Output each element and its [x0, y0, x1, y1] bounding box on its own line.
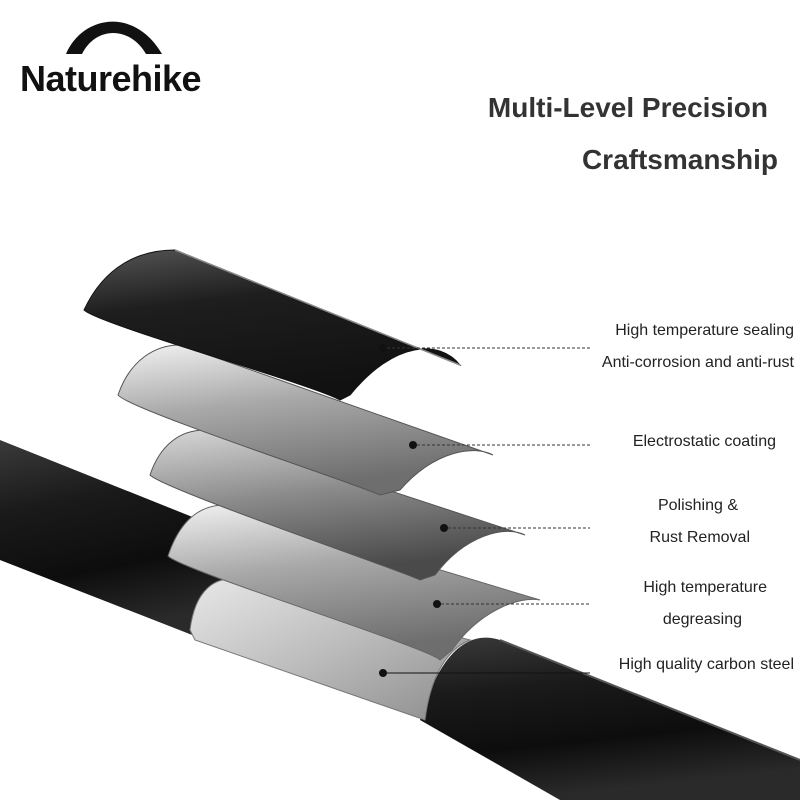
leader-dot-2	[409, 441, 417, 449]
brand-logo: Naturehike	[20, 12, 220, 102]
tube-right-section	[420, 637, 800, 800]
leader-dot-3	[440, 524, 448, 532]
layer-degreasing	[167, 504, 541, 661]
layer-label-sealing: High temperature sealing	[615, 322, 794, 339]
leader-dot-5	[379, 669, 387, 677]
layer-label-degreasing: degreasing	[662, 611, 742, 628]
tube-left-section	[0, 440, 250, 640]
mountain-arc-icon	[66, 21, 162, 54]
layer-polishing	[149, 429, 526, 581]
layer-label-anti-corrosion: Anti-corrosion and anti-rust	[601, 354, 794, 371]
leader-dot-4	[433, 600, 441, 608]
layer-label-high-temperature: High temperature	[643, 579, 767, 596]
layer-sealing	[83, 249, 462, 401]
brand-name: Naturehike	[20, 58, 202, 99]
core-layer-carbon-steel	[189, 578, 472, 721]
layer-label-rust-removal: Rust Removal	[649, 529, 750, 546]
headline-line-1: Multi-Level Precision	[487, 92, 768, 123]
layer-label-polishing: Polishing &	[657, 497, 738, 514]
layer-label-electrostatic: Electrostatic coating	[632, 433, 776, 450]
leader-dot-1	[379, 344, 387, 352]
layer-label-carbon-steel: High quality carbon steel	[618, 656, 794, 673]
leader-lines	[379, 344, 590, 677]
layer-electrostatic	[117, 344, 494, 496]
headline-line-2: Craftsmanship	[581, 144, 778, 175]
